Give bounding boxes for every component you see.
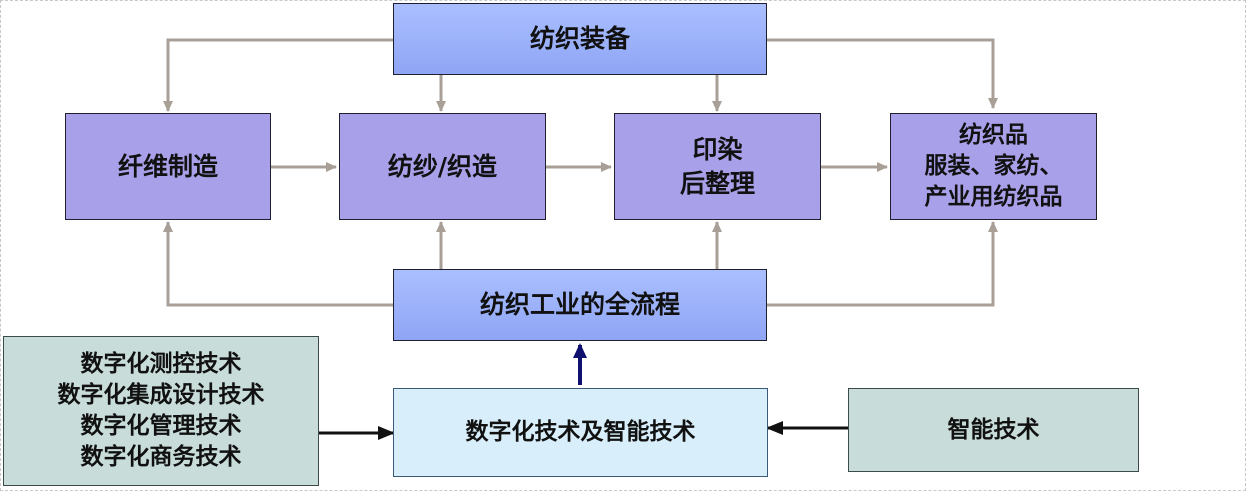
whole-process-label: 纺织工业的全流程 [479, 290, 680, 319]
spinning-weaving-label: 纺纱/织造 [387, 151, 498, 181]
digital-technologies-box: 数字化测控技术 数字化集成设计技术 数字化管理技术 数字化商务技术 [3, 336, 319, 486]
digital-smart-tech-box: 数字化技术及智能技术 [393, 388, 768, 477]
textile-equipment-label: 纺织装备 [529, 24, 630, 53]
arrow-equipment-to-fiber [163, 38, 393, 112]
textile-products-box: 纺织品 服装、家纺、 产业用纺织品 [890, 113, 1097, 220]
arrow-equipment-to-products [767, 38, 998, 109]
arrow-process-to-products [767, 221, 998, 307]
whole-process-box: 纺织工业的全流程 [393, 269, 767, 341]
textile-equipment-box: 纺织装备 [393, 3, 767, 75]
smart-technology-box: 智能技术 [848, 388, 1139, 472]
dyeing-finishing-box: 印染 后整理 [614, 113, 821, 220]
arrow-process-to-fiber [163, 221, 393, 307]
fiber-manufacturing-box: 纤维制造 [65, 113, 271, 220]
finishing-label: 后整理 [679, 168, 755, 198]
dyeing-label: 印染 [692, 134, 743, 164]
products-title: 纺织品 [959, 122, 1028, 148]
fiber-manufacturing-label: 纤维制造 [117, 151, 218, 181]
digital-tech-line-2: 数字化集成设计技术 [57, 382, 265, 408]
spinning-weaving-box: 纺纱/织造 [339, 113, 546, 220]
digital-tech-line-3: 数字化管理技术 [80, 413, 242, 439]
digital-smart-tech-label: 数字化技术及智能技术 [465, 419, 696, 445]
digital-tech-line-1: 数字化测控技术 [80, 351, 242, 377]
products-line-3: 产业用纺织品 [924, 184, 1063, 210]
digital-tech-line-4: 数字化商务技术 [80, 444, 242, 470]
smart-technology-label: 智能技术 [947, 416, 1040, 443]
products-line-2: 服装、家纺、 [924, 153, 1063, 179]
